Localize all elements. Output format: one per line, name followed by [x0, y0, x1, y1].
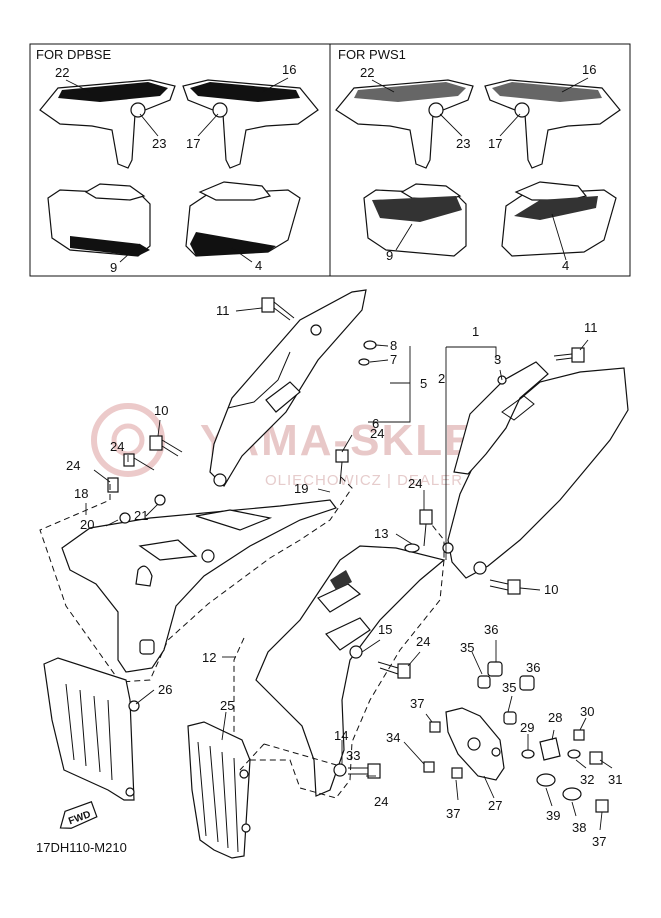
callout-37: 37 — [446, 806, 460, 821]
callout-16: 16 — [582, 62, 596, 77]
bolt-icon — [377, 661, 411, 679]
inset-panel-pws1: FOR PWS1 22 16 23 17 9 4 — [335, 47, 621, 273]
callout-19: 19 — [294, 481, 308, 496]
callout-22: 22 — [55, 65, 69, 80]
inset-header: FOR DPBSE — [36, 47, 111, 62]
callout-10: 10 — [154, 403, 168, 418]
callout-24: 24 — [110, 439, 124, 454]
callout-29: 29 — [520, 720, 534, 735]
bolt-icon — [335, 449, 349, 485]
callout-35: 35 — [460, 640, 474, 655]
callout-24: 24 — [66, 458, 80, 473]
fwd-arrow-icon: FWD — [59, 800, 98, 829]
callout-21: 21 — [134, 508, 148, 523]
bolt-icon — [419, 509, 433, 547]
bolt-icon — [107, 453, 155, 493]
callout-37: 37 — [410, 696, 424, 711]
collar-icon — [521, 749, 582, 801]
callout-33: 33 — [346, 748, 360, 763]
callout-11: 11 — [584, 320, 598, 335]
callout-37: 37 — [592, 834, 606, 849]
callout-26: 26 — [158, 682, 172, 697]
callout-13: 13 — [374, 526, 388, 541]
clip-icon — [404, 543, 420, 553]
callout-11: 11 — [216, 303, 230, 318]
callout-17: 17 — [488, 136, 502, 151]
callouts: 11 8 7 5 6 10 24 24 18 20 21 19 24 12 13… — [66, 303, 622, 849]
callout-20: 20 — [80, 517, 94, 532]
callout-30: 30 — [580, 704, 594, 719]
callout-2: 2 — [438, 371, 445, 386]
grommet-icon — [477, 661, 535, 725]
callout-36: 36 — [526, 660, 540, 675]
callout-9: 9 — [110, 260, 117, 275]
callout-23: 23 — [456, 136, 470, 151]
bolt-icon — [489, 579, 521, 595]
callout-10: 10 — [544, 582, 558, 597]
callout-25: 25 — [220, 698, 234, 713]
callout-14: 14 — [334, 728, 348, 743]
callout-18: 18 — [74, 486, 88, 501]
callout-31: 31 — [608, 772, 622, 787]
callout-35: 35 — [502, 680, 516, 695]
callout-12: 12 — [202, 650, 216, 665]
bolt-icon — [149, 435, 183, 457]
callout-38: 38 — [572, 820, 586, 835]
callout-6: 6 — [372, 416, 379, 431]
bolt-icon — [261, 297, 295, 321]
callout-8: 8 — [390, 338, 397, 353]
callout-4: 4 — [255, 258, 262, 273]
callout-4: 4 — [562, 258, 569, 273]
callout-23: 23 — [152, 136, 166, 151]
callout-39: 39 — [546, 808, 560, 823]
inset-panel-dpbse: FOR DPBSE 22 16 23 17 9 4 — [36, 47, 319, 275]
callout-17: 17 — [186, 136, 200, 151]
callout-3: 3 — [494, 352, 501, 367]
callout-5: 5 — [420, 376, 427, 391]
inset-frame — [29, 43, 631, 277]
bolt-icon — [348, 763, 381, 779]
callout-24: 24 — [374, 794, 388, 809]
washer-icon — [358, 358, 370, 366]
callout-32: 32 — [580, 772, 594, 787]
callout-1: 1 — [472, 324, 479, 339]
callout-28: 28 — [548, 710, 562, 725]
callout-9: 9 — [386, 248, 393, 263]
callout-15: 15 — [378, 622, 392, 637]
main-exploded-view: FWD — [36, 289, 629, 859]
bolt-icon — [553, 347, 585, 363]
callout-22: 22 — [360, 65, 374, 80]
callout-34: 34 — [386, 730, 400, 745]
leader-lines — [85, 307, 613, 831]
callout-7: 7 — [390, 352, 397, 367]
callout-27: 27 — [488, 798, 502, 813]
callout-24: 24 — [416, 634, 430, 649]
callout-24: 24 — [408, 476, 422, 491]
diagram-code: 17DH110-M210 — [36, 840, 127, 855]
callout-36: 36 — [484, 622, 498, 637]
inset-header: FOR PWS1 — [338, 47, 406, 62]
washer-icon — [363, 340, 377, 350]
callout-16: 16 — [282, 62, 296, 77]
callout-24: 24 — [370, 426, 384, 441]
bolt-icon — [423, 721, 609, 813]
